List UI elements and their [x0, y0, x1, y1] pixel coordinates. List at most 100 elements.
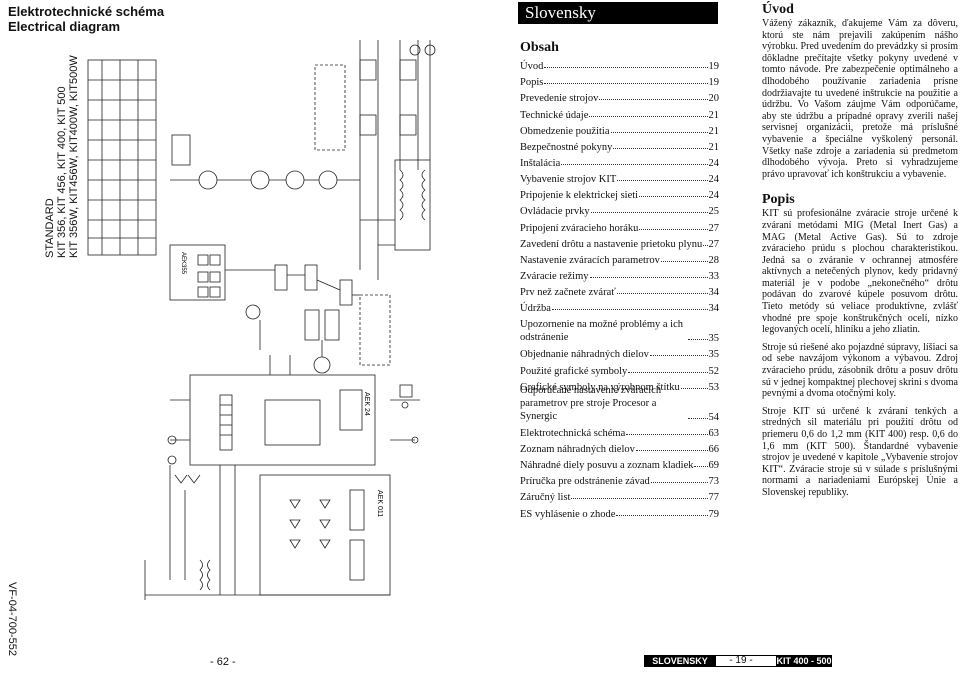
toc-item-page: 35: [708, 349, 720, 361]
aek355-label: AEK355: [180, 252, 186, 275]
toc-item-page: 69: [708, 460, 720, 472]
toc-leader-dots: [616, 293, 708, 295]
toc-item-title: Údržba: [520, 303, 551, 315]
toc-item-page: 24: [708, 174, 720, 186]
popis-paragraph-3: Stroje KIT sú určené k zváraní tenkých a…: [762, 405, 958, 498]
toc-leader-dots: [616, 514, 708, 516]
toc-item-page: 77: [708, 492, 720, 504]
toc-item-title: Ovládacie prvky: [520, 206, 590, 218]
toc-item-title: ES vyhlásenie o zhode: [520, 508, 616, 520]
footer-section: SLOVENSKY: [644, 655, 716, 667]
language-header: Slovensky: [518, 2, 718, 24]
transformer: [394, 159, 431, 251]
toc-item-title: Zváracie režimy: [520, 270, 589, 282]
popis-heading: Popis: [762, 192, 795, 208]
toc-item-title: Technické údaje: [520, 109, 589, 121]
right-column: Úvod Vážený zákazník, ďakujeme Vám za dô…: [762, 2, 958, 505]
electrical-diagram: AEK 24 AEK 011 AEK355: [87, 40, 436, 600]
toc-item: ES vyhlásenie o zhode 79: [520, 503, 720, 520]
toc-leader-dots: [687, 417, 708, 419]
toc-item: Pripojení zváracieho horáku 27: [520, 217, 720, 234]
toc-leader-dots: [649, 355, 708, 357]
toc-item-title: Upozornenie na možné problémy a ich odst…: [520, 319, 683, 344]
toc-item: Nastavenie zváracích parametrov 28: [520, 250, 719, 266]
toc-leader-dots: [599, 99, 708, 101]
toc-item: Objednanie náhradných dielov 35: [520, 344, 719, 360]
toc-leader-dots: [544, 83, 708, 85]
toc-item-page: 34: [708, 303, 720, 315]
toc-item-page: 27: [708, 222, 720, 234]
toc-item-title: Obmedzenie použitia: [520, 125, 610, 137]
toc-leader-dots: [694, 466, 708, 468]
aek24-label: AEK 24: [363, 392, 370, 416]
toc-leader-dots: [589, 276, 708, 278]
motor: [313, 356, 331, 374]
fan-1: [198, 170, 218, 190]
toc-item-title: Prv než začnete zvárať: [520, 287, 616, 299]
toc-item-page: 28: [708, 254, 720, 266]
toc-leader-dots: [635, 449, 708, 451]
toc-item-title: Pripojenie k elektrickej sieti: [520, 190, 639, 202]
toc-item-page: 66: [708, 443, 720, 455]
toc-item-page: 63: [708, 427, 720, 439]
popis-paragraph-2: Stroje sú riešené ako pojazdné súpravy, …: [762, 341, 958, 400]
toc-leader-dots: [660, 260, 708, 262]
toc-item: Údržba 34: [520, 298, 719, 314]
toc-item-title: Zoznam náhradných dielov: [520, 443, 635, 455]
toc-item-title: Grafické symboly na výrobnom štítku: [520, 381, 680, 393]
toc-item-page: 20: [708, 93, 720, 105]
toc-item: Prevedenie strojov 20: [520, 88, 719, 104]
toc-item: Grafické symboly na výrobnom štítku 53: [520, 377, 719, 393]
toc-item-title: Záručný list: [520, 492, 571, 504]
toc-item: Odporúčané nastavenie zváracích parametr…: [520, 385, 720, 423]
toc-item-title: Vybavenie strojov KIT: [520, 174, 617, 186]
model-line-1: STANDARD: [44, 198, 56, 258]
toc-item-page: 21: [708, 109, 720, 121]
toc-item-page: 54: [708, 411, 720, 423]
toc-item: Upozornenie na možné problémy a ich odst…: [520, 314, 719, 344]
toc-leader-dots: [628, 371, 708, 373]
toc-item-title: Úvod: [520, 61, 544, 73]
toc-item-page: 21: [708, 141, 720, 153]
toc-leader-dots: [589, 115, 708, 117]
document-code: VF-04-700-552: [6, 582, 18, 656]
toc-item-page: 53: [708, 381, 720, 393]
toc-item-title: Odporúčané nastavenie zváracích parametr…: [520, 384, 662, 422]
toc-item-title: Pripojení zváracieho horáku: [520, 222, 639, 234]
aek24-box: [189, 374, 376, 466]
toc-item: Technické údaje 21: [520, 104, 720, 121]
parts-table: [87, 59, 157, 256]
title-line-2: Electrical diagram: [8, 19, 120, 34]
toc-item-title: Nastavenie zváracích parametrov: [520, 254, 660, 266]
toc-leader-dots: [551, 309, 708, 311]
toc-item-title: Bezpečnostné pokyny: [520, 141, 613, 153]
toc-item-title: Inštalácia: [520, 157, 561, 169]
footer-model: KIT 400 - 500: [776, 655, 832, 667]
toc-leader-dots: [617, 180, 708, 182]
toc-item-page: 79: [708, 508, 720, 520]
toc-item-page: 21: [708, 125, 720, 137]
toc-item-title: Objednanie náhradných dielov: [520, 349, 649, 361]
footer-page-number: - 19 -: [729, 655, 753, 666]
toc-leader-dots: [639, 196, 708, 198]
toc-item: Zoznam náhradných dielov 66: [520, 439, 719, 455]
toc-leader-dots: [561, 163, 708, 165]
toc-item-title: Prevedenie strojov: [520, 93, 599, 105]
toc-leader-dots: [613, 147, 708, 149]
toc-item-page: 35: [708, 333, 720, 345]
toc-item-title: Náhradné diely posuvu a zoznam kladiek: [520, 460, 694, 472]
toc-item-page: 73: [708, 476, 720, 488]
toc-item-page: 24: [708, 190, 720, 202]
popis-paragraph-1: KIT sú profesionálne zváracie stroje urč…: [762, 208, 958, 336]
aek011-box: [259, 474, 391, 596]
toc-leader-dots: [544, 67, 708, 69]
toc-item-page: 27: [708, 238, 720, 250]
page-number-left: - 62 -: [210, 656, 236, 668]
toc-item-title: Príručka pre odstránenie závad: [520, 476, 650, 488]
